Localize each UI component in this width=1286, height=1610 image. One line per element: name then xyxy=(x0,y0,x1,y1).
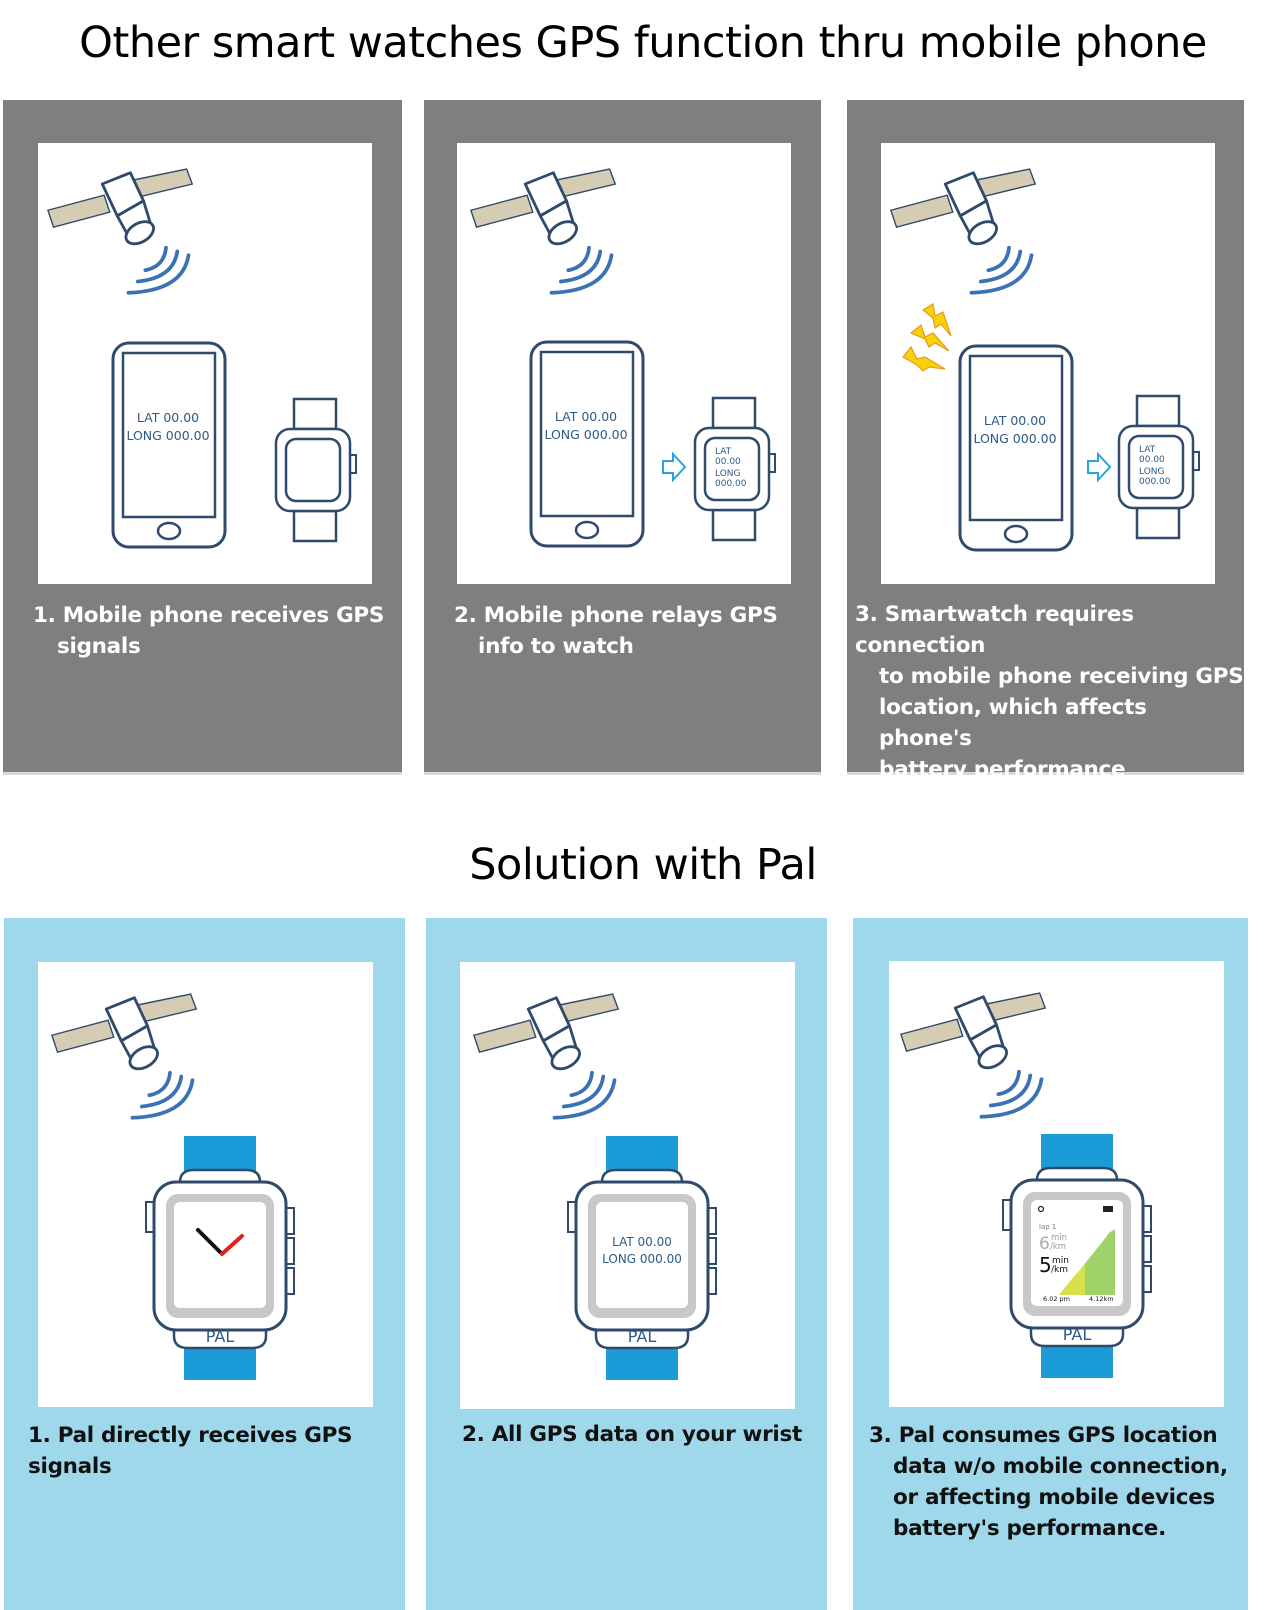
phone-long: LONG 000.00 xyxy=(126,428,209,443)
caption-line: 1. Mobile phone receives GPS xyxy=(33,603,385,628)
smartwatch-icon xyxy=(274,397,358,543)
run-stats-screen: lap 1 6 min /km 5 min /km 6.02 pm 4.12km xyxy=(1037,1205,1115,1303)
caption-line: data w/o mobile connection, xyxy=(893,1454,1228,1479)
top-panel-3: LAT 00.00 LONG 000.00 LAT 00.00 LONG 000… xyxy=(847,100,1244,782)
illustration: LAT 00.00 LONG 000.00 PAL xyxy=(460,962,795,1409)
satellite-icon xyxy=(46,167,195,295)
caption: 1. Pal directly receives GPS signals xyxy=(28,1420,405,1482)
phone-long: LONG 000.00 xyxy=(973,431,1056,446)
caption: 2. Mobile phone relays GPS info to watch xyxy=(454,600,778,662)
phone-lat: LAT 00.00 xyxy=(984,413,1046,428)
caption-line: to mobile phone receiving GPS xyxy=(879,664,1244,689)
current-unit: /km xyxy=(1051,1265,1068,1275)
phone-lat: LAT 00.00 xyxy=(137,410,199,425)
watch-lat: LAT 00.00 xyxy=(612,1235,672,1249)
caption-line: signals xyxy=(57,634,141,659)
satellite-icon xyxy=(472,992,621,1120)
watch-lat-value: 00.00 xyxy=(1139,455,1165,465)
caption-line: info to watch xyxy=(478,634,634,659)
caption: 3. Smartwatch requires connection to mob… xyxy=(855,599,1244,785)
illustration: LAT 00.00 LONG 000.00 LAT 00.00 LONG 000… xyxy=(457,143,791,584)
current-unit: min xyxy=(1052,1256,1069,1266)
status-icon xyxy=(1037,1205,1045,1213)
watch-long-value: 000.00 xyxy=(1139,477,1171,487)
pal-brand: PAL xyxy=(206,1327,235,1346)
illustration: lap 1 6 min /km 5 min /km 6.02 pm 4.12km… xyxy=(889,961,1224,1407)
smartphone-icon xyxy=(529,340,645,548)
watch-lat-label: LAT xyxy=(1139,445,1156,455)
caption: 3. Pal consumes GPS location data w/o mo… xyxy=(869,1420,1228,1544)
watch-lat-label: LAT xyxy=(715,447,732,457)
caption-line: 1. Pal directly receives GPS signals xyxy=(28,1423,353,1479)
time-readout: 6.02 pm xyxy=(1043,1295,1070,1303)
caption-line: location, which affects phone's xyxy=(879,695,1147,751)
pal-brand: PAL xyxy=(1063,1325,1092,1344)
watch-lat-value: 00.00 xyxy=(715,457,741,467)
phone-lat: LAT 00.00 xyxy=(555,409,617,424)
caption-line: battery's performance. xyxy=(893,1516,1166,1541)
prev-unit: /km xyxy=(1050,1242,1066,1252)
caption-line: 3. Pal consumes GPS location xyxy=(869,1423,1218,1448)
smartphone-icon xyxy=(958,344,1074,552)
caption: 1. Mobile phone receives GPS signals xyxy=(33,600,384,662)
distance-readout: 4.12km xyxy=(1089,1295,1114,1303)
bottom-panel-3: lap 1 6 min /km 5 min /km 6.02 pm 4.12km… xyxy=(853,918,1248,1610)
top-panel-1: LAT 00.00 LONG 000.00 1. Mobile phone re… xyxy=(3,100,402,775)
prev-pace: 6 xyxy=(1039,1234,1050,1254)
caption-line: 2. Mobile phone relays GPS xyxy=(454,603,778,628)
satellite-icon xyxy=(899,991,1048,1119)
watch-long: LONG 000.00 xyxy=(602,1252,682,1266)
caption: 2. All GPS data on your wrist xyxy=(462,1419,802,1450)
satellite-icon xyxy=(469,167,618,295)
lightning-icon xyxy=(902,303,952,372)
top-title: Other smart watches GPS function thru mo… xyxy=(79,18,1207,68)
prev-unit: min xyxy=(1051,1233,1067,1243)
satellite-icon xyxy=(50,992,199,1120)
phone-long: LONG 000.00 xyxy=(544,427,627,442)
satellite-icon xyxy=(889,167,1038,295)
bottom-panel-1: PAL 1. Pal directly receives GPS signals xyxy=(4,918,405,1610)
caption-line: or affecting mobile devices xyxy=(893,1485,1215,1510)
caption-line: battery performance xyxy=(879,757,1126,782)
illustration: PAL xyxy=(38,962,373,1407)
watch-long-label: LONG xyxy=(715,469,741,479)
caption-line: 2. All GPS data on your wrist xyxy=(462,1422,802,1447)
watch-long-label: LONG xyxy=(1139,467,1165,477)
arrow-right-icon xyxy=(1087,451,1112,483)
bottom-panel-2: LAT 00.00 LONG 000.00 PAL 2. All GPS dat… xyxy=(426,918,827,1610)
battery-icon xyxy=(1103,1206,1113,1212)
pace-graph xyxy=(1059,1229,1115,1295)
top-panel-2: LAT 00.00 LONG 000.00 LAT 00.00 LONG 000… xyxy=(424,100,821,775)
bottom-title: Solution with Pal xyxy=(469,840,817,890)
pal-brand: PAL xyxy=(628,1327,657,1346)
smartphone-icon xyxy=(111,341,227,549)
current-pace: 5 xyxy=(1039,1253,1052,1277)
illustration: LAT 00.00 LONG 000.00 LAT 00.00 LONG 000… xyxy=(881,143,1215,584)
lap-label: lap 1 xyxy=(1039,1223,1056,1231)
illustration: LAT 00.00 LONG 000.00 xyxy=(38,143,372,584)
caption-line: 3. Smartwatch requires connection xyxy=(855,602,1134,658)
arrow-right-icon xyxy=(662,451,687,483)
clock-hands-icon xyxy=(196,1228,244,1256)
watch-long-value: 000.00 xyxy=(715,479,747,489)
